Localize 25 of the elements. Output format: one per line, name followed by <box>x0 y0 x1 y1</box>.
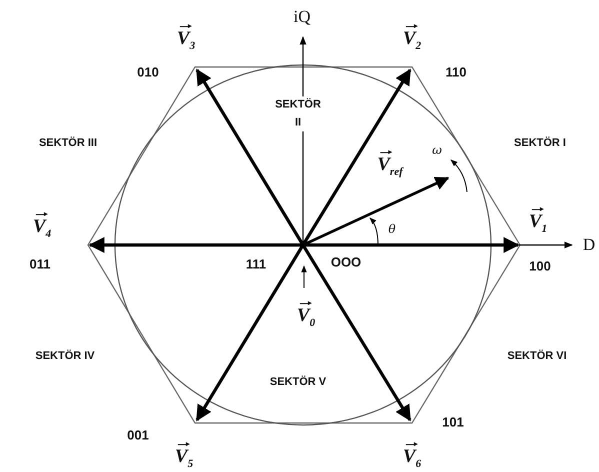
angle-symbol: θ <box>388 222 396 236</box>
switch-state-label: 100 <box>529 258 551 274</box>
switch-state-label: 010 <box>137 64 159 80</box>
switch-state-label: 001 <box>127 428 149 442</box>
vector-label: V$_{1}$ <box>528 207 548 235</box>
switch-state-label: OOO <box>330 254 362 270</box>
switch-state-label: 111 <box>246 256 266 272</box>
switch-state-label: 011 <box>30 256 50 272</box>
vector-label: V$_{0}$ <box>296 301 316 329</box>
sector-label: SEKTÖR III <box>38 136 98 152</box>
vector-label: V$_{5}$ <box>174 442 194 470</box>
sector-label: SEKTÖR I <box>514 136 566 152</box>
sector-label: SEKTÖR IV <box>35 348 95 364</box>
sector-label: SEKTÖR VI <box>507 348 567 364</box>
vector-label: V$_{6}$ <box>402 442 422 470</box>
vector-label: V$_{4}$ <box>32 212 52 240</box>
axis-label: iQ <box>294 7 310 27</box>
vector-label: V$_{2}$ <box>402 24 422 52</box>
vector-label: V$_{ref}$ <box>377 150 403 178</box>
angle-symbol: ω <box>432 143 442 157</box>
vector-label: V$_{3}$ <box>176 24 196 52</box>
sector-label: SEKTÖR V <box>270 374 326 390</box>
switch-state-label: 110 <box>446 64 466 80</box>
axis-label: D <box>582 235 596 255</box>
switch-state-label: 101 <box>442 414 464 430</box>
